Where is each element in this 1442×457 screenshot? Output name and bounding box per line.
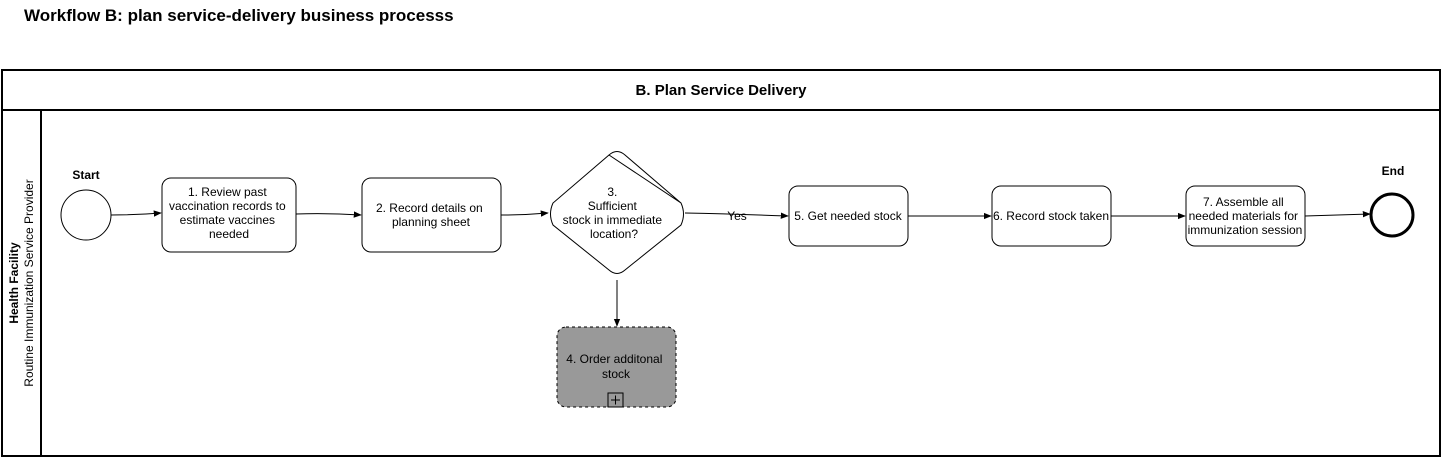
- svg-text:1. Review past vaccinati: 1. Review past vaccination records to es…: [169, 185, 289, 241]
- task-get-needed-stock-label: 5. Get needed stock: [794, 209, 902, 223]
- lane-subtitle: Routine Immunization Service Provider: [22, 179, 36, 386]
- task-review-records-line: vaccination records to: [169, 199, 286, 213]
- pool-frame: [1, 69, 1441, 457]
- start-label: Start: [72, 168, 99, 182]
- task-record-planning-details-line: planning sheet: [392, 215, 471, 229]
- task-record-planning-details[interactable]: 2. Record details on planning sheet: [361, 177, 502, 253]
- task-record-planning-details-line: 2. Record details on: [376, 201, 483, 215]
- flow-review-to-record: [295, 211, 362, 218]
- task-review-records-box: [161, 177, 297, 253]
- task-assemble-materials-line: immunization session: [1188, 223, 1303, 237]
- task-review-records-line: estimate vaccines: [180, 213, 275, 227]
- page-title: Workflow B: plan service-delivery busine…: [24, 6, 454, 25]
- task-assemble-materials[interactable]: 7. Assemble all needed materials for imm…: [1185, 185, 1306, 247]
- gateway-sufficient-stock-line: 3.: [607, 185, 617, 199]
- svg-text:7. Assemble all needed m: 7. Assemble all needed materials for imm…: [1188, 195, 1303, 237]
- task-review-records[interactable]: 1. Review past vaccination records to es…: [161, 177, 297, 253]
- start-event[interactable]: [60, 189, 112, 241]
- gateway-sufficient-stock[interactable]: 3. Sufficient stock in immediate locatio…: [550, 151, 684, 274]
- task-record-stock-taken[interactable]: 6. Record stock taken: [991, 185, 1112, 247]
- flow-assemble-to-end: [1304, 211, 1371, 218]
- subprocess-order-additional-stock-line: 4. Order additonal: [566, 352, 662, 366]
- svg-text:4. Order additonal stock: 4. Order additonal stock: [566, 352, 665, 381]
- gateway-sufficient-stock-line: Sufficient: [588, 199, 638, 213]
- flow-start-to-review: [110, 210, 162, 217]
- task-get-needed-stock[interactable]: 5. Get needed stock: [788, 185, 909, 247]
- task-review-records-line: 1. Review past: [188, 185, 267, 199]
- task-assemble-materials-line: needed materials for: [1189, 209, 1298, 223]
- task-assemble-materials-line: 7. Assemble all: [1203, 195, 1284, 209]
- flow-record-to-gateway: [500, 210, 549, 217]
- flow-yes-label: Yes: [727, 209, 747, 223]
- subprocess-order-additional-stock[interactable]: 4. Order additonal stock: [556, 326, 677, 408]
- task-review-records-line: needed: [209, 227, 249, 241]
- subprocess-order-additional-stock-line: stock: [602, 367, 631, 381]
- task-record-stock-taken-label: 6. Record stock taken: [993, 209, 1109, 223]
- end-event[interactable]: [1369, 192, 1415, 238]
- end-label: End: [1382, 164, 1405, 178]
- svg-text:2. Record details on pla: 2. Record details on planning sheet: [376, 201, 486, 229]
- flow-gateway-yes-to-get-stock: [684, 212, 789, 219]
- pool-title: B. Plan Service Delivery: [636, 82, 808, 99]
- gateway-sufficient-stock-diamond: [550, 151, 684, 274]
- svg-text:3. Sufficient stoc: 3. Sufficient stock in immediate locatio…: [563, 185, 666, 241]
- gateway-sufficient-stock-line: stock in immediate: [563, 213, 663, 227]
- gateway-sufficient-stock-line: location?: [590, 227, 638, 241]
- lane-title: Health Facility: [7, 242, 21, 324]
